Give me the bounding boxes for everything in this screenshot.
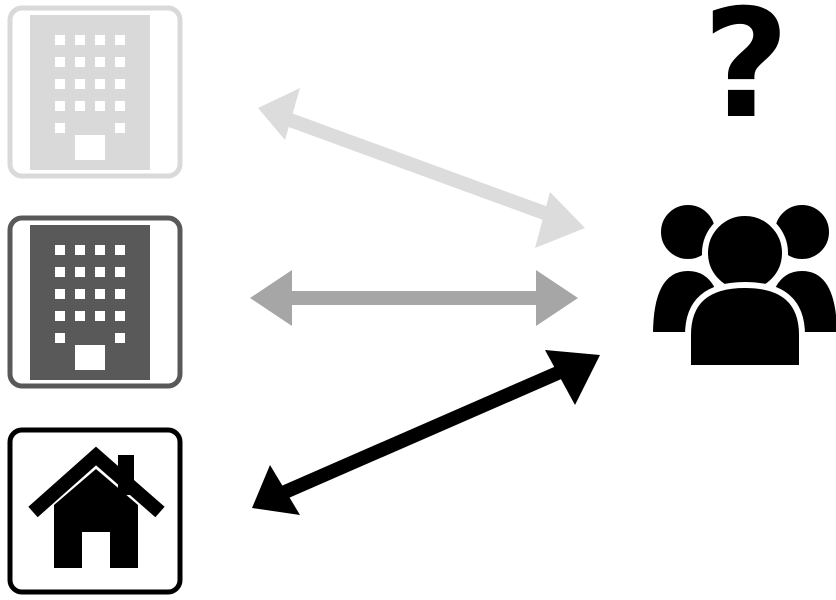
home-node bbox=[7, 427, 183, 595]
office-building-node bbox=[7, 215, 183, 389]
connection-arrow-home bbox=[252, 350, 600, 515]
office-building-faded-node bbox=[7, 5, 183, 179]
connection-arrow-medium bbox=[250, 270, 578, 326]
connection-arrow-faded bbox=[258, 88, 585, 248]
office-building-icon bbox=[30, 225, 150, 380]
office-building-icon bbox=[30, 15, 150, 170]
people-group-icon bbox=[646, 199, 836, 371]
home-icon bbox=[28, 446, 165, 568]
question-mark: ? bbox=[702, 0, 790, 152]
